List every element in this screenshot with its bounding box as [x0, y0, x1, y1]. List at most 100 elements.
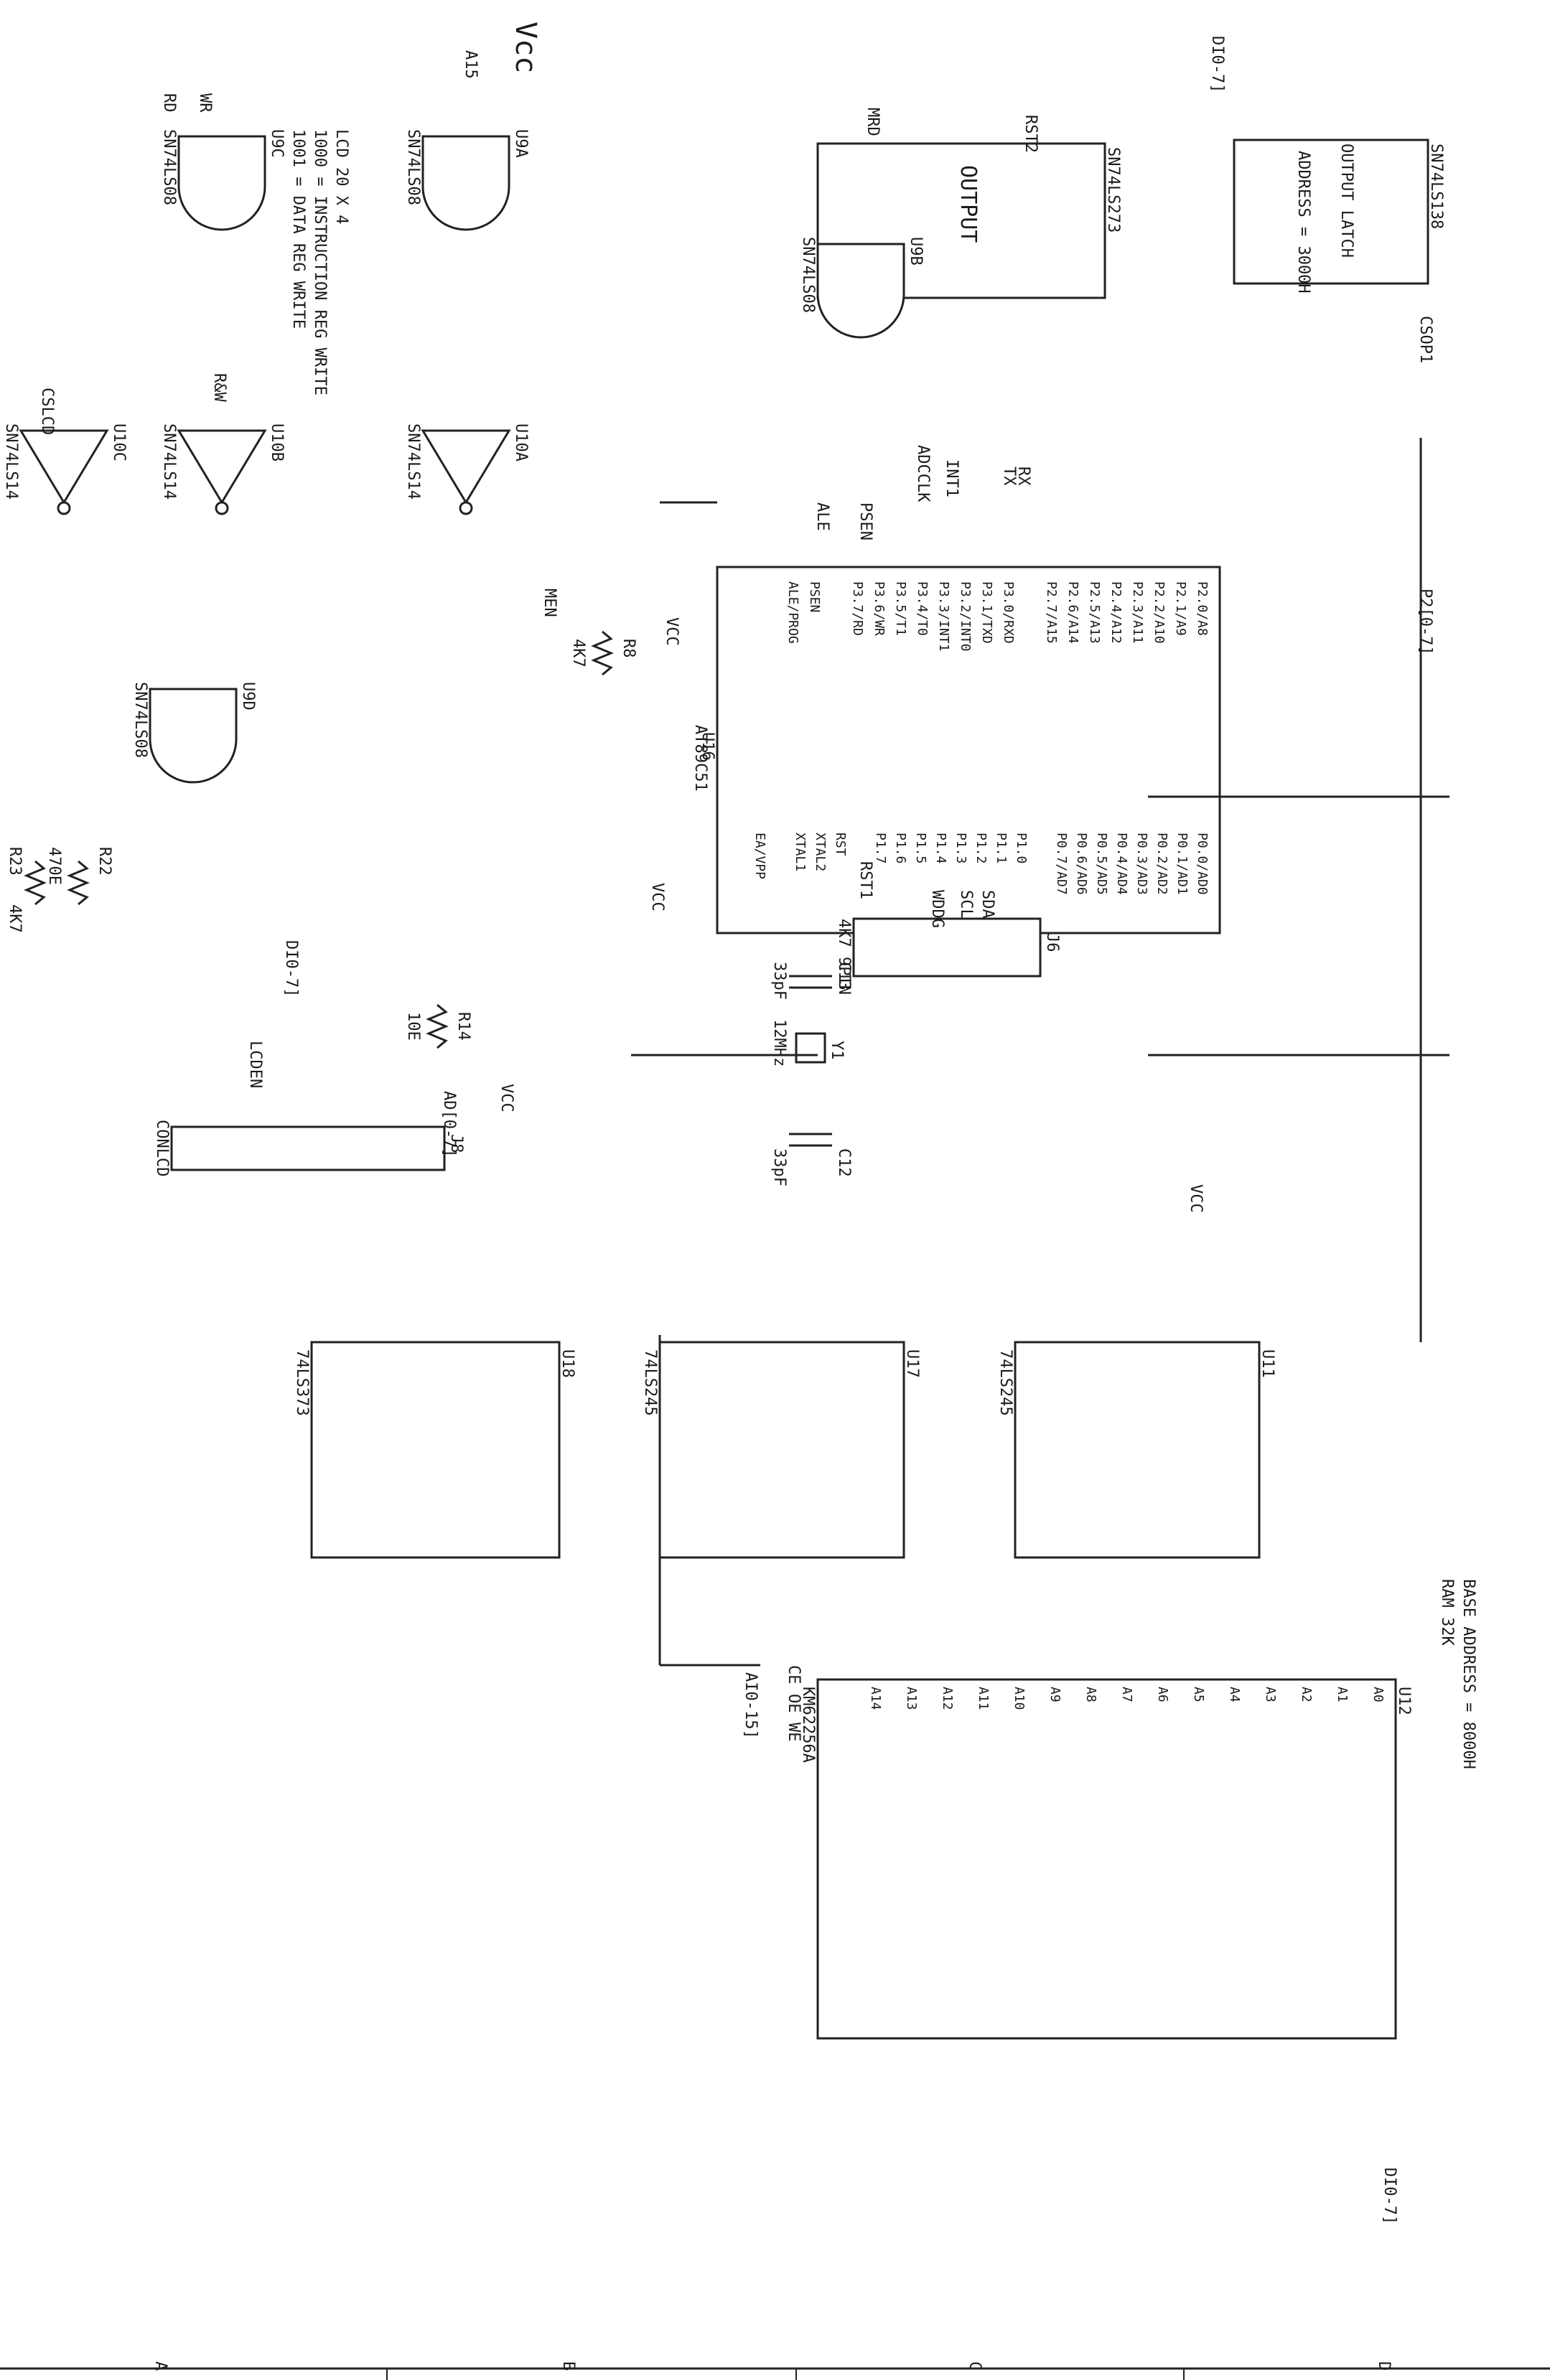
u16-right-pin: P1.3 — [953, 833, 968, 863]
u17-body — [658, 1341, 905, 1559]
r23-ref: R23 — [6, 847, 24, 876]
u10a-ref: U10A — [512, 423, 530, 462]
u10c-inverter: U10C SN74LS14 — [2, 423, 128, 515]
u11-body — [1014, 1341, 1261, 1559]
u16-right-pin: P0.0/AD0 — [1195, 833, 1210, 895]
signal-cslcd: CSLCD — [38, 388, 56, 435]
u12-ref: U12 — [1395, 1687, 1413, 1715]
u12-ram: U12 KM62256A A0A1A2A3A4A5A6A7A8A9A10A11A… — [799, 1579, 1477, 2040]
signal-adcclk: ADCCLK — [914, 445, 932, 502]
u16-microcontroller: U16 AT89C51 P2.0/A8P2.1/A9P2.2/A10P2.3/A… — [660, 501, 1221, 934]
u9d-part: SN74LS08 — [131, 682, 149, 758]
u12-pins-pin: A6 — [1155, 1687, 1170, 1702]
u17-transceiver: U17 74LS245 — [641, 1341, 921, 1559]
u138-body — [1233, 139, 1429, 285]
u17-ref: U17 — [903, 1349, 921, 1378]
r22-symbol — [67, 860, 90, 906]
u12-pins-pin: A9 — [1047, 1687, 1063, 1702]
notes: LCD 20 X 4 1000 = INSTRUCTION REG WRITE … — [289, 22, 1205, 1213]
u16-left-pin: P2.4/A12 — [1108, 581, 1124, 644]
u16-left-pin: P3.7/RD — [850, 581, 865, 636]
u16-right-pin: EA/VPP — [752, 833, 767, 879]
output-title: OUTPUT — [956, 165, 981, 243]
u18-latch: U18 74LS373 — [293, 1341, 576, 1559]
u18-body — [310, 1341, 561, 1559]
c12-capacitor: C12 33pF — [770, 1133, 853, 1186]
u10c-ref: U10C — [110, 423, 128, 462]
c12-ref: C12 — [835, 1148, 853, 1177]
output-address: ADDRESS = 3000H — [1294, 151, 1312, 294]
r8-resistor: R8 4K7 — [569, 630, 638, 676]
u16-right-pin: RST — [833, 833, 848, 856]
ram-base-address: BASE ADDRESS = 8000H — [1460, 1579, 1477, 1769]
u12-pins-pin: A12 — [940, 1687, 955, 1710]
u12-pins-pin: A13 — [904, 1687, 919, 1710]
u12-pins-pin: A5 — [1191, 1687, 1206, 1702]
j6-body — [852, 917, 1042, 978]
c12-value: 33pF — [770, 1148, 788, 1186]
u16-right-pin: P1.4 — [933, 833, 948, 863]
u16-ref: U16 — [699, 732, 716, 761]
u16-right-pin: P1.6 — [893, 833, 908, 863]
signal-rx: RX — [1014, 467, 1032, 486]
vcc-label-r8: VCC — [663, 617, 681, 646]
j8-ref: J8 — [447, 1134, 465, 1153]
r8-ref: R8 — [620, 639, 638, 658]
signal-rw: R&W — [210, 373, 228, 402]
u16-right-pin: P1.2 — [974, 833, 989, 863]
u9c-and-gate: U9C SN74LS08 — [160, 129, 286, 231]
u16-right-pin: P0.7/AD7 — [1054, 833, 1069, 895]
u16-right-pin: P0.3/AD3 — [1134, 833, 1149, 895]
r14-ref: R14 — [454, 1012, 472, 1041]
p2-bus-label: P2[0-7] — [1416, 589, 1434, 655]
u138-decoder: SN74LS138 OUTPUT LATCH — [1233, 139, 1445, 285]
u12-body — [816, 1678, 1397, 2040]
u10c-symbol — [19, 429, 109, 505]
u10a-symbol — [421, 429, 511, 505]
u12-pins-pin: A11 — [976, 1687, 991, 1710]
u12-pins-pin: A0 — [1371, 1687, 1386, 1702]
signal-we: WE — [785, 1723, 803, 1742]
u16-left-pin: P3.1/TXD — [979, 581, 994, 644]
u11-part: 74LS245 — [996, 1349, 1014, 1416]
idc-bus-label: DI0-7] — [1208, 36, 1226, 93]
signal-rst1: RST1 — [856, 861, 874, 899]
u12-pins-pin: A4 — [1227, 1687, 1242, 1702]
signal-rd: RD — [160, 93, 178, 113]
u9d-symbol — [149, 688, 238, 784]
signal-wddg: WDDG — [928, 890, 946, 928]
output-latch-label: OUTPUT LATCH — [1337, 144, 1355, 258]
j8-body — [170, 1125, 446, 1171]
u9c-part: SN74LS08 — [160, 129, 178, 205]
u138-part: SN74LS138 — [1427, 144, 1445, 229]
r22-resistor: R22 470E — [45, 847, 113, 906]
signal-ale: ALE — [813, 502, 831, 531]
u10c-part: SN74LS14 — [2, 423, 20, 500]
u9b-part: SN74LS08 — [799, 237, 817, 313]
signal-psen: PSEN — [856, 502, 874, 540]
u9b-symbol — [816, 243, 905, 339]
u16-right-pin: P0.2/AD2 — [1154, 833, 1169, 895]
border-label-b: B — [559, 2361, 577, 2371]
u12-pins-pin: A10 — [1012, 1687, 1027, 1710]
u9b-and-gate: U9B SN74LS08 — [799, 237, 925, 339]
j8-lcd-connector: J8 CONLCD — [153, 1120, 465, 1176]
ram-title: RAM 32K — [1438, 1579, 1456, 1646]
r8-value: 4K7 — [569, 639, 587, 667]
signal-labels: A15 MEN MRD PSEN ALE WR RD R&W CSLCD CSO… — [38, 50, 1434, 1742]
u16-right-pin: P1.0 — [1014, 833, 1029, 863]
u10b-symbol — [177, 429, 267, 505]
c13-capacitor: C13 33pF — [770, 962, 853, 1000]
u9d-and-gate: U9D SN74LS08 — [131, 682, 257, 784]
signal-men: MEN — [541, 589, 559, 617]
u16-left-pin: P2.2/A10 — [1152, 581, 1167, 644]
c13-ref: C13 — [835, 962, 853, 990]
u9c-ref: U9C — [268, 129, 286, 158]
u16-left-pin: P2.3/A11 — [1130, 581, 1145, 644]
u10b-inverter: U10B SN74LS14 — [160, 423, 286, 515]
signal-mrd: MRD — [864, 108, 882, 136]
u16-left-pin: P2.7/A15 — [1044, 581, 1059, 644]
u16-left-pin: P3.3/INT1 — [936, 581, 951, 652]
vcc-handwritten: Vcc — [509, 22, 542, 73]
